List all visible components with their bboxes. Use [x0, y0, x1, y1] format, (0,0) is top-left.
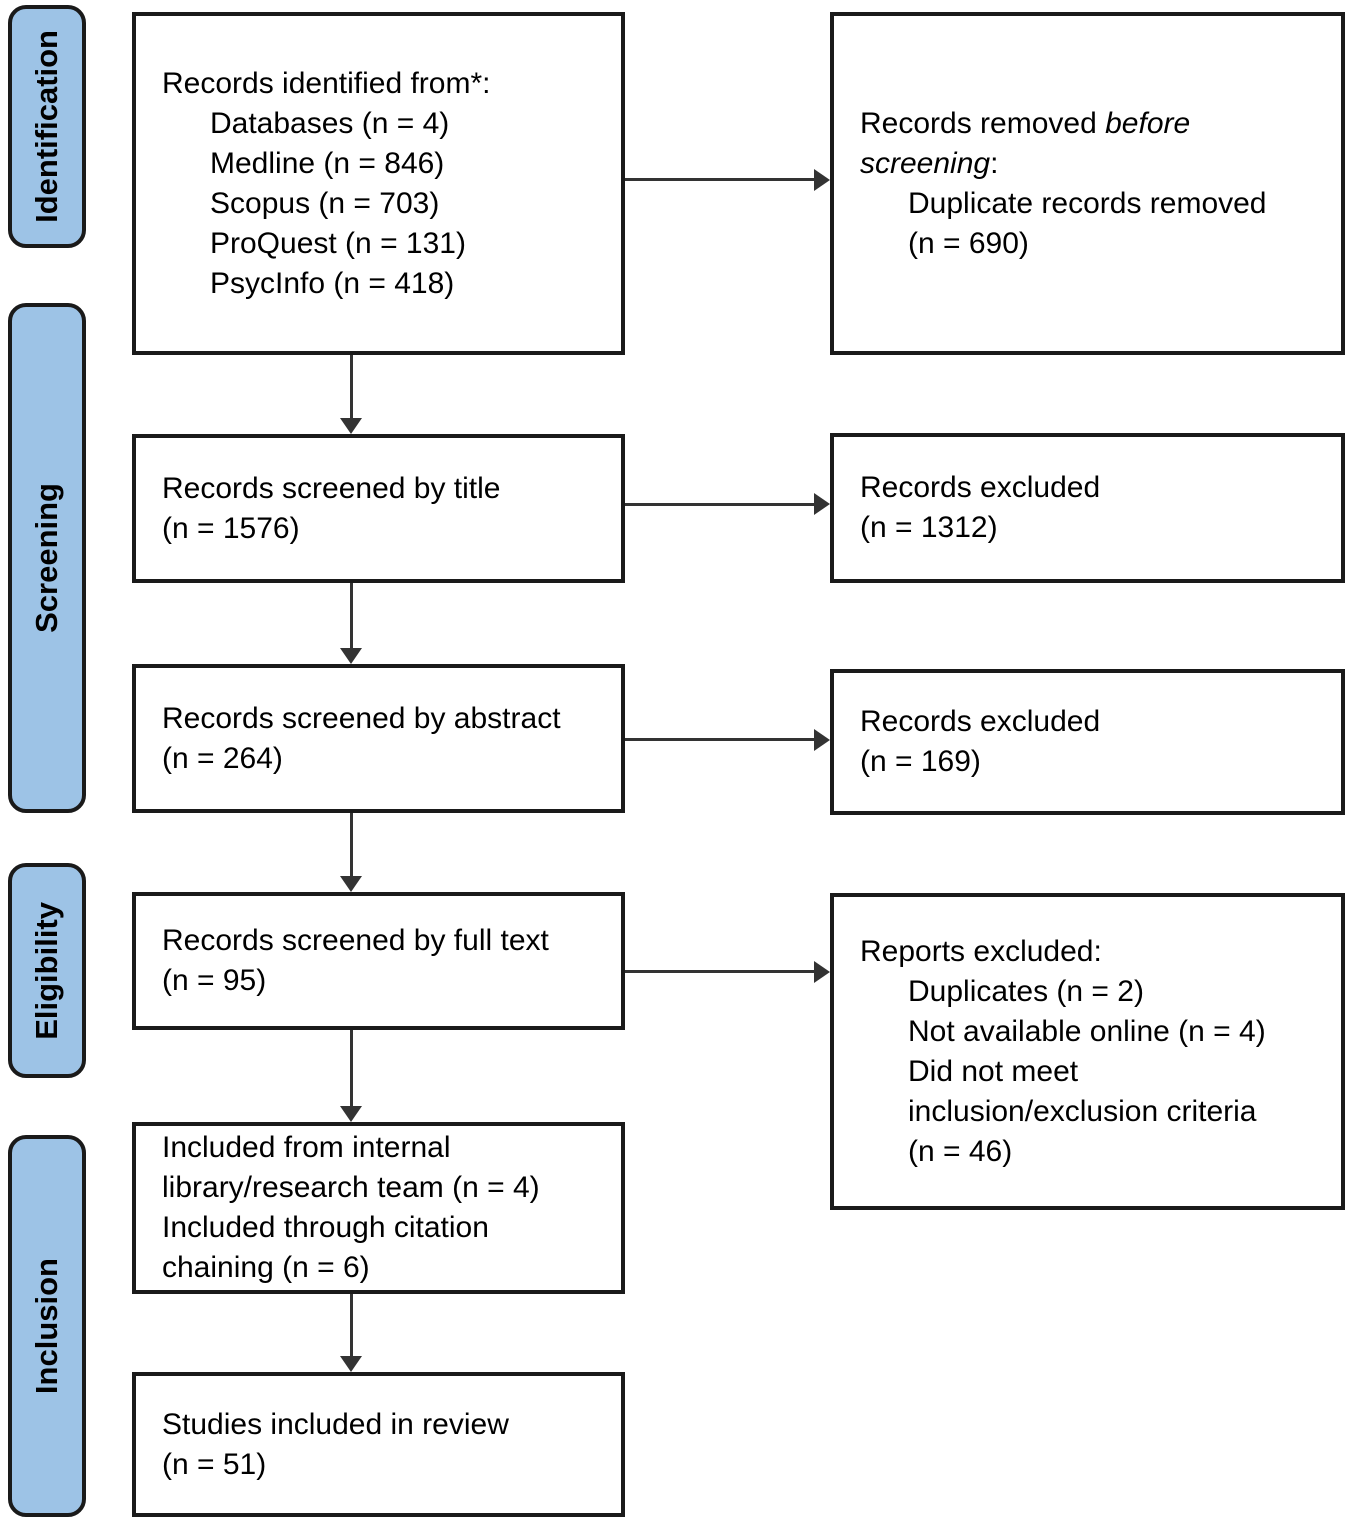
list-item: PsycInfo (n = 418) [210, 266, 455, 300]
stage-tab-identification: Identification [8, 5, 86, 248]
box-text-line: (n = 1312) [860, 511, 998, 544]
stage-label: Eligibility [29, 901, 64, 1040]
box-text-line: (n = 95) [162, 964, 267, 997]
box-text-line: Records excluded [860, 705, 1101, 738]
arrow-fulltext-to-othersources-line [350, 1030, 353, 1106]
list-item-line: Duplicates (n = 2) [908, 974, 1144, 1008]
box-records-removed-before-screening: Records removed before screening: Duplic… [830, 12, 1345, 355]
arrow-fulltext-to-reports-excluded-line [625, 970, 814, 973]
box-text-line: (n = 264) [162, 741, 283, 775]
box-text-line: (n = 51) [162, 1447, 267, 1481]
list-item-line: Did not meet [908, 1054, 1079, 1088]
stage-label: Screening [29, 483, 64, 633]
list-item: Medline (n = 846) [210, 146, 445, 180]
box-title: Records identified from*: [162, 66, 491, 100]
stage-tab-screening: Screening [8, 303, 86, 813]
stage-tab-inclusion: Inclusion [8, 1135, 86, 1517]
box-studies-included: Studies included in review (n = 51) [132, 1372, 625, 1517]
title-italic: before screening [860, 106, 1191, 180]
box-included-other-sources: Included from internal library/research … [132, 1122, 625, 1294]
list-item-line: Not available online (n = 4) [908, 1014, 1266, 1048]
box-text-line: Records screened by abstract [162, 701, 561, 735]
box-text-line: Studies included in review [162, 1407, 509, 1441]
box-screened-by-abstract: Records screened by abstract (n = 264) [132, 664, 625, 813]
box-screened-by-title: Records screened by title (n = 1576) [132, 434, 625, 583]
arrow-right-icon [814, 961, 830, 983]
box-records-excluded-title: Records excluded (n = 1312) [830, 433, 1345, 583]
stage-tab-eligibility: Eligibility [8, 863, 86, 1078]
arrow-abstract-to-fulltext-line [350, 813, 353, 876]
box-records-identified: Records identified from*: Databases (n =… [132, 12, 625, 355]
box-reports-excluded: Reports excluded: Duplicates (n = 2) Not… [830, 893, 1345, 1210]
box-text-line: Included from internal [162, 1131, 451, 1164]
list-item: ProQuest (n = 131) [210, 226, 466, 260]
arrow-title-to-abstract-line [350, 583, 353, 648]
arrow-down-icon [340, 1106, 362, 1122]
box-text-line: Records excluded [860, 471, 1101, 504]
arrow-down-icon [340, 648, 362, 664]
arrow-title-to-excluded-line [625, 503, 814, 506]
arrow-othersources-to-included-line [350, 1294, 353, 1356]
arrow-down-icon [340, 418, 362, 434]
box-text-line: (n = 169) [860, 745, 981, 778]
box-title: Reports excluded: [860, 934, 1102, 968]
arrow-right-icon [814, 729, 830, 751]
box-text-line: chaining (n = 6) [162, 1251, 370, 1284]
list-item: Scopus (n = 703) [210, 186, 440, 220]
list-item-line: (n = 46) [908, 1134, 1013, 1168]
arrow-identified-to-removed-line [625, 178, 814, 181]
arrow-down-icon [340, 876, 362, 892]
arrow-abstract-to-excluded-line [625, 738, 814, 741]
box-screened-by-fulltext: Records screened by full text (n = 95) [132, 892, 625, 1030]
arrow-down-icon [340, 1356, 362, 1372]
box-title: Records removed before screening: [860, 104, 1317, 184]
title-regular: Records removed [860, 106, 1106, 140]
arrow-right-icon [814, 493, 830, 515]
list-item-line: (n = 690) [908, 226, 1029, 260]
box-records-excluded-abstract: Records excluded (n = 169) [830, 669, 1345, 815]
box-text-line: Records screened by full text [162, 924, 549, 957]
arrow-identified-to-title-line [350, 355, 353, 418]
box-text-line: (n = 1576) [162, 511, 300, 545]
stage-label: Identification [29, 30, 64, 223]
box-text-line: Records screened by title [162, 471, 501, 505]
arrow-right-icon [814, 169, 830, 191]
list-item: Databases (n = 4) [210, 106, 450, 140]
title-colon: : [990, 146, 999, 180]
box-text-line: library/research team (n = 4) [162, 1171, 540, 1204]
box-text-line: Included through citation [162, 1211, 489, 1244]
list-item-line: inclusion/exclusion criteria [908, 1094, 1257, 1128]
list-item-line: Duplicate records removed [908, 186, 1267, 220]
stage-label: Inclusion [29, 1257, 64, 1395]
